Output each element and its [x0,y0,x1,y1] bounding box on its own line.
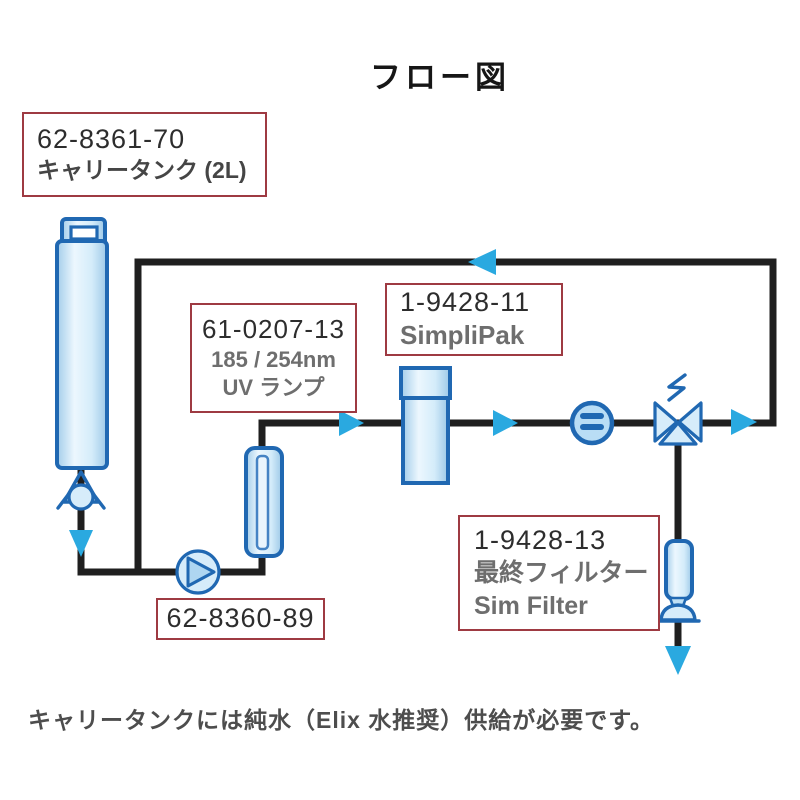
label-box-pump: 62-8360-89 [156,598,325,640]
check-valve-icon [56,470,106,511]
flow-arrow-right-icon [339,410,364,436]
pump-icon [175,549,221,595]
label-box-carry-tank: 62-8361-70 キャリータンク (2L) [22,112,267,197]
simplipak-cartridge-icon [399,366,452,485]
flow-arrow-right-icon [493,410,518,436]
final-filter-icon [655,539,701,623]
flow-arrow-left-icon [468,249,496,275]
three-way-valve-icon [653,373,703,446]
label-box-simplipak: 1-9428-11 SimpliPak [385,283,563,356]
uv-lamp-name: UV ランプ [222,375,325,401]
uv-lamp-part-number: 61-0207-13 [202,314,345,345]
flow-arrow-down-icon [665,646,691,675]
flow-arrow-down-icon [69,530,93,557]
pump-part-number: 62-8360-89 [166,603,315,634]
simplipak-part-number: 1-9428-11 [400,286,531,317]
simplipak-name: SimpliPak [400,320,525,351]
uv-lamp-icon [244,446,284,558]
final-filter-name-en: Sim Filter [474,591,588,620]
valve-actuator-icon [667,373,687,402]
supply-note: キャリータンクには純水（Elix 水推奨）供給が必要です。 [28,707,655,733]
carry-tank-part-number: 62-8361-70 [37,123,186,154]
uv-lamp-spec: 185 / 254nm [211,346,336,372]
final-filter-name-ja: 最終フィルター [474,559,649,588]
page-title: フロー図 [370,60,510,95]
label-box-final-filter: 1-9428-13 最終フィルター Sim Filter [458,515,660,631]
carry-tank-icon [55,217,109,470]
flow-arrow-right-icon [731,409,757,435]
label-box-uv-lamp: 61-0207-13 185 / 254nm UV ランプ [190,303,357,413]
pressure-regulator-icon [569,400,615,446]
carry-tank-name: キャリータンク (2L) [37,157,247,184]
final-filter-part-number: 1-9428-13 [474,524,607,555]
